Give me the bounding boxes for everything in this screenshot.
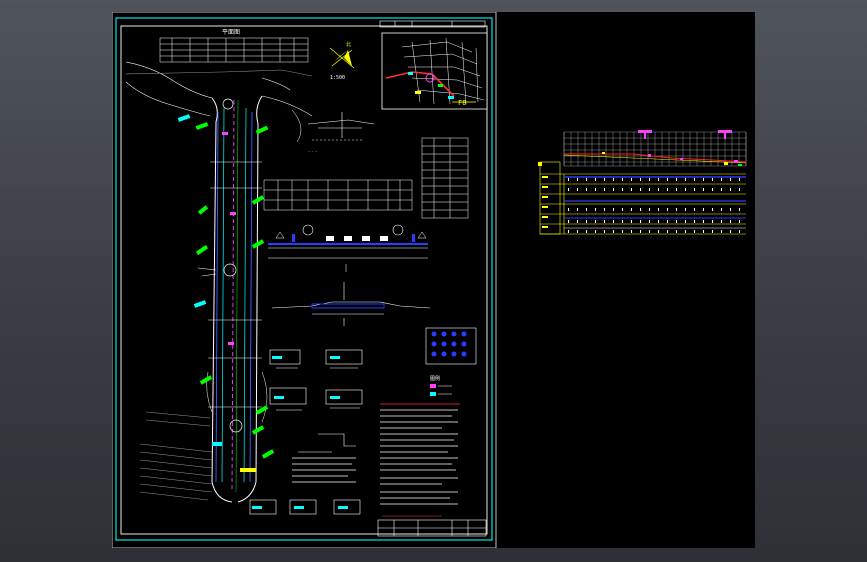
plan-data-table bbox=[159, 37, 309, 63]
sheet-frame bbox=[115, 17, 493, 541]
profile-ground-line bbox=[564, 153, 747, 163]
svg-text:— — —: — — — bbox=[308, 149, 317, 153]
north-label: 北 bbox=[346, 41, 351, 48]
title-block bbox=[377, 515, 487, 537]
header-strip bbox=[379, 20, 486, 28]
location-map bbox=[381, 32, 488, 110]
profile-markers bbox=[638, 130, 738, 163]
legend-grid bbox=[425, 327, 477, 396]
quantity-table bbox=[263, 179, 413, 211]
longitudinal-profile bbox=[538, 130, 747, 235]
road-plan bbox=[125, 61, 313, 503]
scale-label: 1:500 bbox=[330, 75, 345, 81]
coordinate-table bbox=[421, 137, 469, 219]
detail-drawings bbox=[249, 349, 363, 515]
profile-data-table bbox=[538, 161, 746, 235]
typical-section: — — — bbox=[307, 112, 375, 153]
cad-drawing: 平面图 北 1:500 bbox=[111, 11, 747, 549]
road-structure-section bbox=[271, 282, 431, 326]
sheet-inner-frame bbox=[120, 25, 488, 535]
location-label: F8 bbox=[458, 99, 466, 107]
station-tags bbox=[177, 114, 275, 472]
profile-station-ticks bbox=[568, 178, 740, 233]
drawing-canvas[interactable]: 平面图 北 1:500 bbox=[111, 11, 755, 549]
legend-title: 图例 bbox=[430, 375, 440, 382]
detail-fills bbox=[252, 356, 348, 509]
plan-title: 平面图 bbox=[222, 29, 240, 36]
profile-design-line bbox=[563, 154, 747, 164]
street-section bbox=[268, 224, 428, 272]
north-arrow-icon bbox=[329, 47, 355, 69]
design-notes bbox=[292, 403, 460, 505]
